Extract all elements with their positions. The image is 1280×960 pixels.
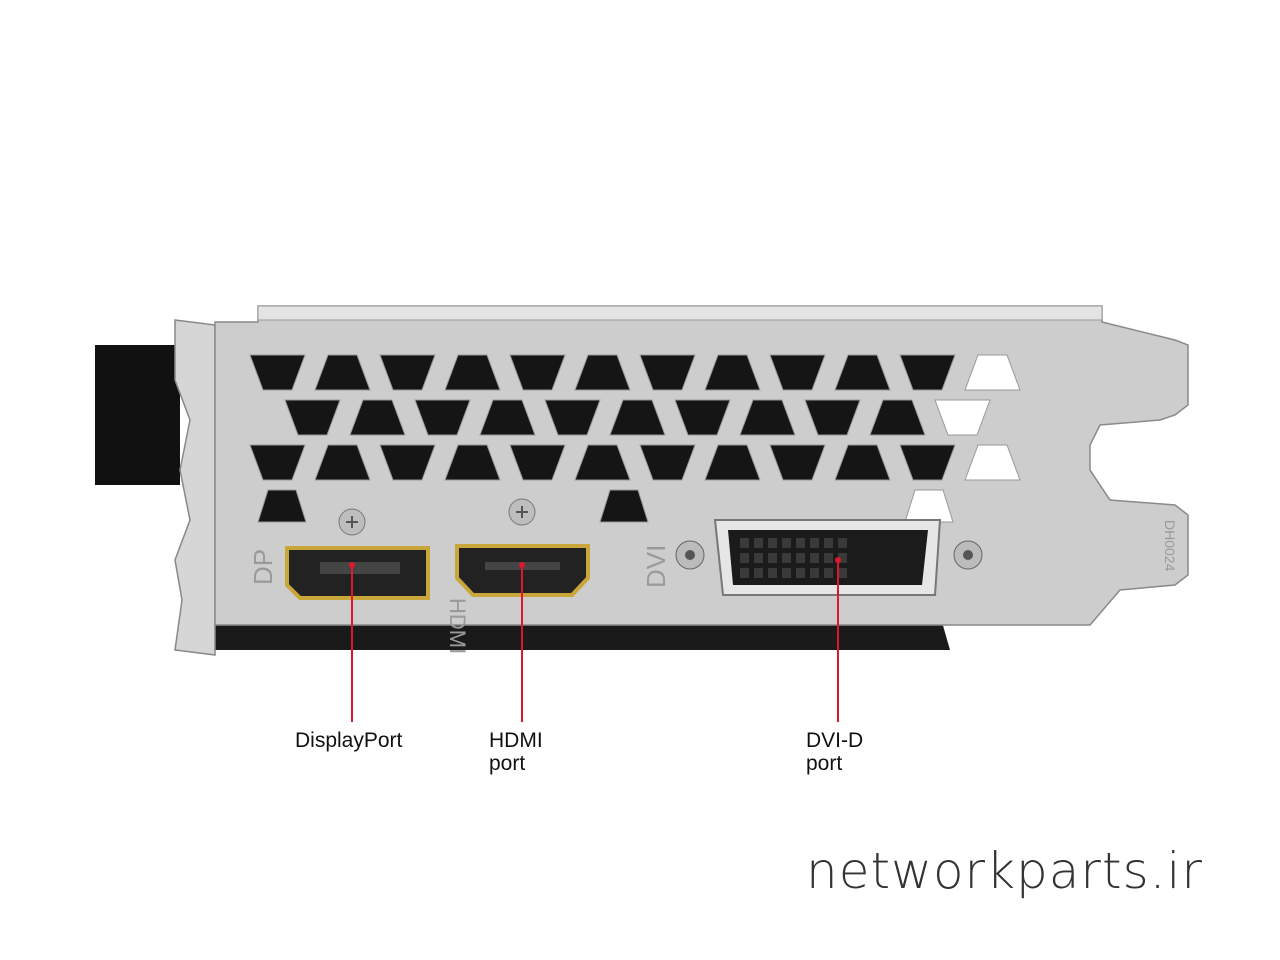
dvi-pin	[768, 538, 777, 548]
vent-opening	[704, 354, 761, 391]
displayport-label: DisplayPort	[295, 729, 403, 752]
vent-opening	[379, 444, 436, 481]
watermark: networkparts.ir	[806, 842, 1203, 900]
dvi-pin	[782, 568, 791, 578]
vent-opening	[639, 354, 696, 391]
vent-opening	[964, 354, 1021, 391]
vent-opening	[804, 399, 861, 436]
vent-opening	[257, 489, 307, 523]
vent-opening	[414, 399, 471, 436]
vent-opening	[599, 489, 649, 523]
vent-opening	[834, 354, 891, 391]
hdmi-marking: HDMI	[445, 598, 470, 654]
gpu-shroud-block	[95, 345, 180, 485]
bracket-code-marking: DH0024	[1162, 520, 1178, 572]
vent-opening	[509, 354, 566, 391]
vent-opening	[609, 399, 666, 436]
hdmi-screw-icon	[508, 498, 536, 526]
vent-opening	[904, 489, 954, 523]
vent-opening	[574, 354, 631, 391]
dvi-pin	[740, 538, 749, 548]
dvi-pin	[796, 568, 805, 578]
dvi-pin	[810, 553, 819, 563]
vent-pattern	[249, 354, 1021, 523]
dvi-pin	[838, 568, 847, 578]
vent-opening	[574, 444, 631, 481]
vent-opening	[284, 399, 341, 436]
vent-opening	[964, 444, 1021, 481]
vent-opening	[934, 399, 991, 436]
dvi-pin	[740, 568, 749, 578]
vent-opening	[639, 444, 696, 481]
dvi-pin	[796, 538, 805, 548]
dvi-pin	[754, 538, 763, 548]
vent-opening	[349, 399, 406, 436]
dp-marking: DP	[248, 549, 278, 585]
dvi-pin	[838, 553, 847, 563]
dvi-pin	[838, 538, 847, 548]
vent-opening	[444, 354, 501, 391]
dvi-pin	[768, 568, 777, 578]
vent-opening	[544, 399, 601, 436]
dvi-pin	[782, 553, 791, 563]
vent-opening	[899, 444, 956, 481]
vent-opening	[509, 444, 566, 481]
vent-opening	[249, 444, 306, 481]
vent-opening	[769, 354, 826, 391]
dvi-pin	[824, 538, 833, 548]
vent-opening	[444, 444, 501, 481]
vent-opening	[379, 354, 436, 391]
dvi-pin	[740, 553, 749, 563]
vent-opening	[249, 354, 306, 391]
dvi-pin	[768, 553, 777, 563]
dvi-pin	[754, 553, 763, 563]
displayport-connector	[285, 546, 430, 600]
vent-opening	[314, 444, 371, 481]
dp-screw-icon	[338, 508, 366, 536]
vent-opening	[479, 399, 536, 436]
vent-opening	[869, 399, 926, 436]
dvi-marking: DVI	[641, 545, 671, 588]
dvi-pin	[810, 538, 819, 548]
vent-opening	[769, 444, 826, 481]
dvi-connector	[675, 519, 983, 596]
dvi-pin	[782, 538, 791, 548]
dvi-pin	[796, 553, 805, 563]
vent-opening	[704, 444, 761, 481]
dvi-pin	[824, 568, 833, 578]
bracket-flange	[174, 319, 216, 656]
vent-opening	[739, 399, 796, 436]
vent-opening	[314, 354, 371, 391]
dvi-pin	[754, 568, 763, 578]
vent-opening	[834, 444, 891, 481]
dvi-pin	[810, 568, 819, 578]
vent-opening	[674, 399, 731, 436]
vent-opening	[899, 354, 956, 391]
dvi-pin	[824, 553, 833, 563]
